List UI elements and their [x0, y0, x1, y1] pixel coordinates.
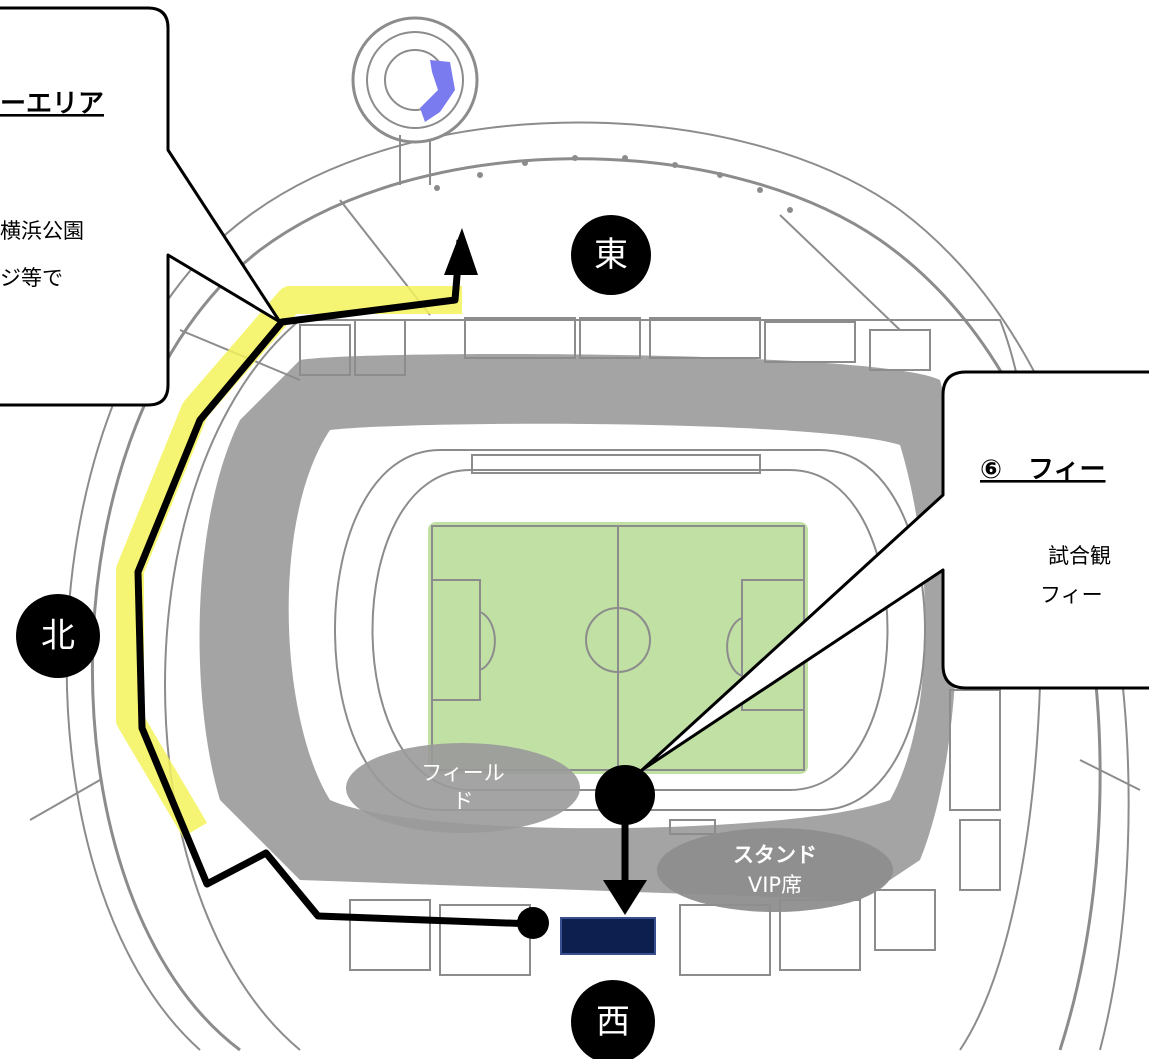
compass-north: 北 — [16, 594, 100, 678]
compass-north-label: 北 — [41, 616, 75, 656]
callout-right-line2: フィー — [1040, 583, 1103, 607]
compass-east: 東 — [571, 215, 651, 295]
rotunda — [351, 16, 479, 185]
callout-left-title: ーエリア — [0, 89, 104, 119]
walking-route — [116, 228, 549, 939]
compass-west: 西 — [571, 980, 655, 1059]
callout-right: ⑥ フィー 試合観 フィー — [640, 370, 1149, 772]
field-zone-label-line1: フィール — [421, 761, 505, 785]
stand-zone-label: スタンド — [733, 843, 817, 867]
callout-left: ーエリア 横浜公園 ジ等で — [0, 6, 282, 407]
field-to-vip-route — [560, 765, 656, 955]
vip-seat-label: VIP席 — [748, 873, 802, 897]
concourse-dots — [434, 155, 793, 213]
field-zone-label-line2: ド — [453, 789, 474, 813]
compass-east-label: 東 — [594, 235, 628, 275]
callout-left-line1: 横浜公園 — [0, 219, 84, 243]
field-zone: フィール ド — [346, 743, 580, 833]
football-pitch — [428, 522, 808, 774]
callout-right-title: ⑥ フィー — [980, 455, 1106, 485]
vip-stand-zone: スタンド VIP席 — [657, 828, 893, 912]
compass-west-label: 西 — [596, 1002, 630, 1042]
perimeter-buildings — [299, 317, 1001, 976]
callout-left-line2: ジ等で — [0, 266, 63, 290]
vip-box — [560, 917, 656, 955]
callout-right-line1: 試合観 — [1048, 544, 1111, 568]
